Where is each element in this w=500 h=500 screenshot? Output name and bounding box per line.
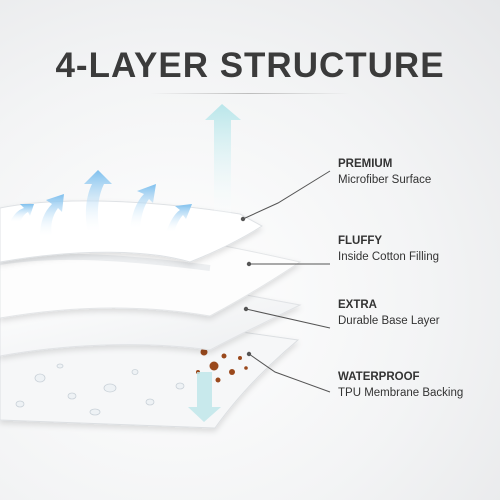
layer-heading: FLUFFY <box>338 235 383 247</box>
layer-description: TPU Membrane Backing <box>338 387 464 399</box>
layer-heading: WATERPROOF <box>338 371 420 383</box>
water-droplet-icon <box>15 363 185 416</box>
layer-heading: EXTRA <box>338 299 377 311</box>
page-title: 4-LAYER STRUCTURE <box>55 46 445 85</box>
layer-description: Inside Cotton Filling <box>338 251 439 263</box>
layer-description: Microfiber Surface <box>338 174 432 186</box>
layer-label-extra: EXTRA Durable Base Layer <box>338 297 440 329</box>
air-flow-arrow-icon <box>188 104 241 422</box>
layer-label-premium: PREMIUM Microfiber Surface <box>338 156 431 188</box>
layer-description: Durable Base Layer <box>338 315 440 327</box>
layer-label-fluffy: FLUFFY Inside Cotton Filling <box>338 233 439 265</box>
cotton-layer <box>0 235 302 319</box>
pointer-lines <box>242 170 331 393</box>
title-underline <box>150 93 350 94</box>
pointer-dot-icon <box>240 216 252 357</box>
air-flow-arrow-icon <box>10 170 192 236</box>
layer-label-waterproof: WATERPROOF TPU Membrane Backing <box>338 369 463 401</box>
layer-heading: PREMIUM <box>338 158 393 170</box>
